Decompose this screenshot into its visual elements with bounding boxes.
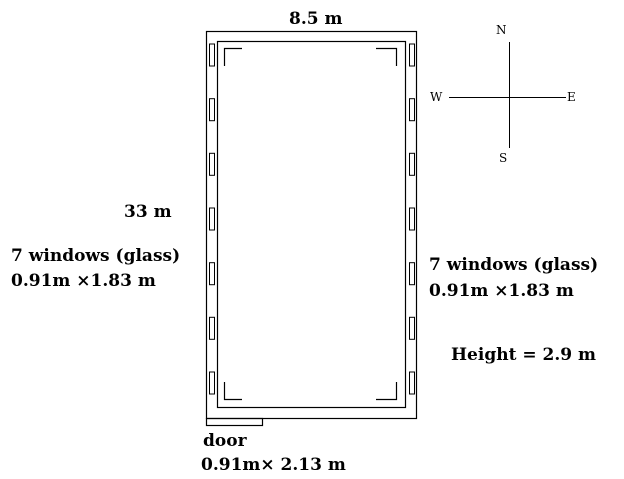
door-label: door [203,431,247,451]
left-window-4 [209,207,215,231]
right-window-2 [409,98,415,122]
corner-bracket-bottom-left [223,382,242,401]
right-window-5 [409,262,415,286]
door-size-label: 0.91m× 2.13 m [201,455,346,475]
left-window-5 [209,262,215,286]
compass-north-label: N [496,23,507,37]
left-windows-count-label: 7 windows (glass) [11,246,181,266]
door [205,417,264,427]
right-windows-group [409,43,415,395]
right-window-3 [409,152,415,176]
inner-wall [216,40,407,409]
compass-south-label: S [499,151,508,165]
left-window-2 [209,98,215,122]
compass-west-label: W [430,90,443,104]
left-window-3 [209,152,215,176]
left-window-7 [209,371,215,395]
right-window-4 [409,207,415,231]
left-window-6 [209,316,215,340]
corner-bracket-bottom-right [376,382,398,401]
left-windows-size-label: 0.91m ×1.83 m [11,271,156,291]
left-windows-group [209,43,215,395]
right-window-6 [409,316,415,340]
left-window-1 [209,43,215,67]
compass-east-label: E [567,90,576,104]
right-windows-count-label: 7 windows (glass) [429,255,599,275]
building-length-label: 33 m [124,202,172,222]
corner-bracket-top-right [376,47,398,66]
corner-bracket-top-left [223,47,242,66]
right-window-1 [409,43,415,67]
outer-wall [205,30,418,420]
building-width-label: 8.5 m [289,9,343,29]
right-windows-size-label: 0.91m ×1.83 m [429,281,574,301]
building-height-label: Height = 2.9 m [451,345,596,365]
right-window-7 [409,371,415,395]
